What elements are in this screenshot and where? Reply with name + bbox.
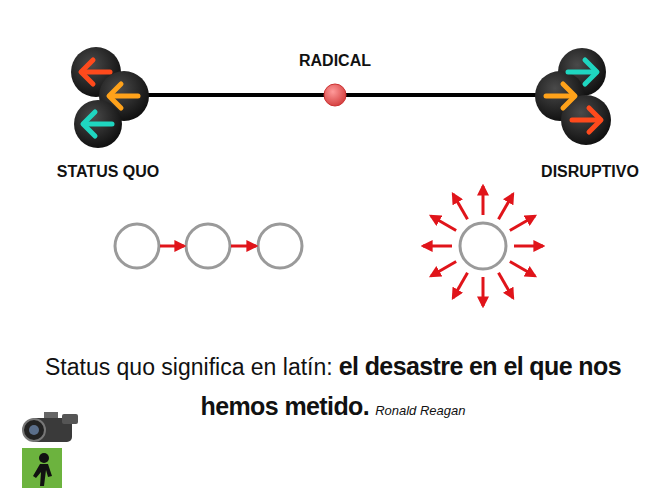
right-signal-cluster xyxy=(535,48,611,145)
radiating-circle xyxy=(460,223,506,269)
radical-dot xyxy=(324,84,346,106)
quote-text: Status quo significa en latín:el desastr… xyxy=(14,348,652,429)
green-badge-icon xyxy=(22,448,62,488)
scale-midpoint-label: RADICAL xyxy=(299,52,371,70)
scale-end-label: DISRUPTIVO xyxy=(541,163,639,181)
radiating-arrows xyxy=(423,186,543,306)
sequential-circles xyxy=(115,224,302,268)
quote-lead: Status quo significa en latín: xyxy=(45,354,333,380)
scale-end-label: STATUS QUO xyxy=(57,163,160,181)
left-signal-cluster xyxy=(71,47,149,148)
quote-author: Ronald Reagan xyxy=(375,403,465,418)
sequential-arrows xyxy=(160,245,256,248)
camera-icon xyxy=(23,412,78,442)
